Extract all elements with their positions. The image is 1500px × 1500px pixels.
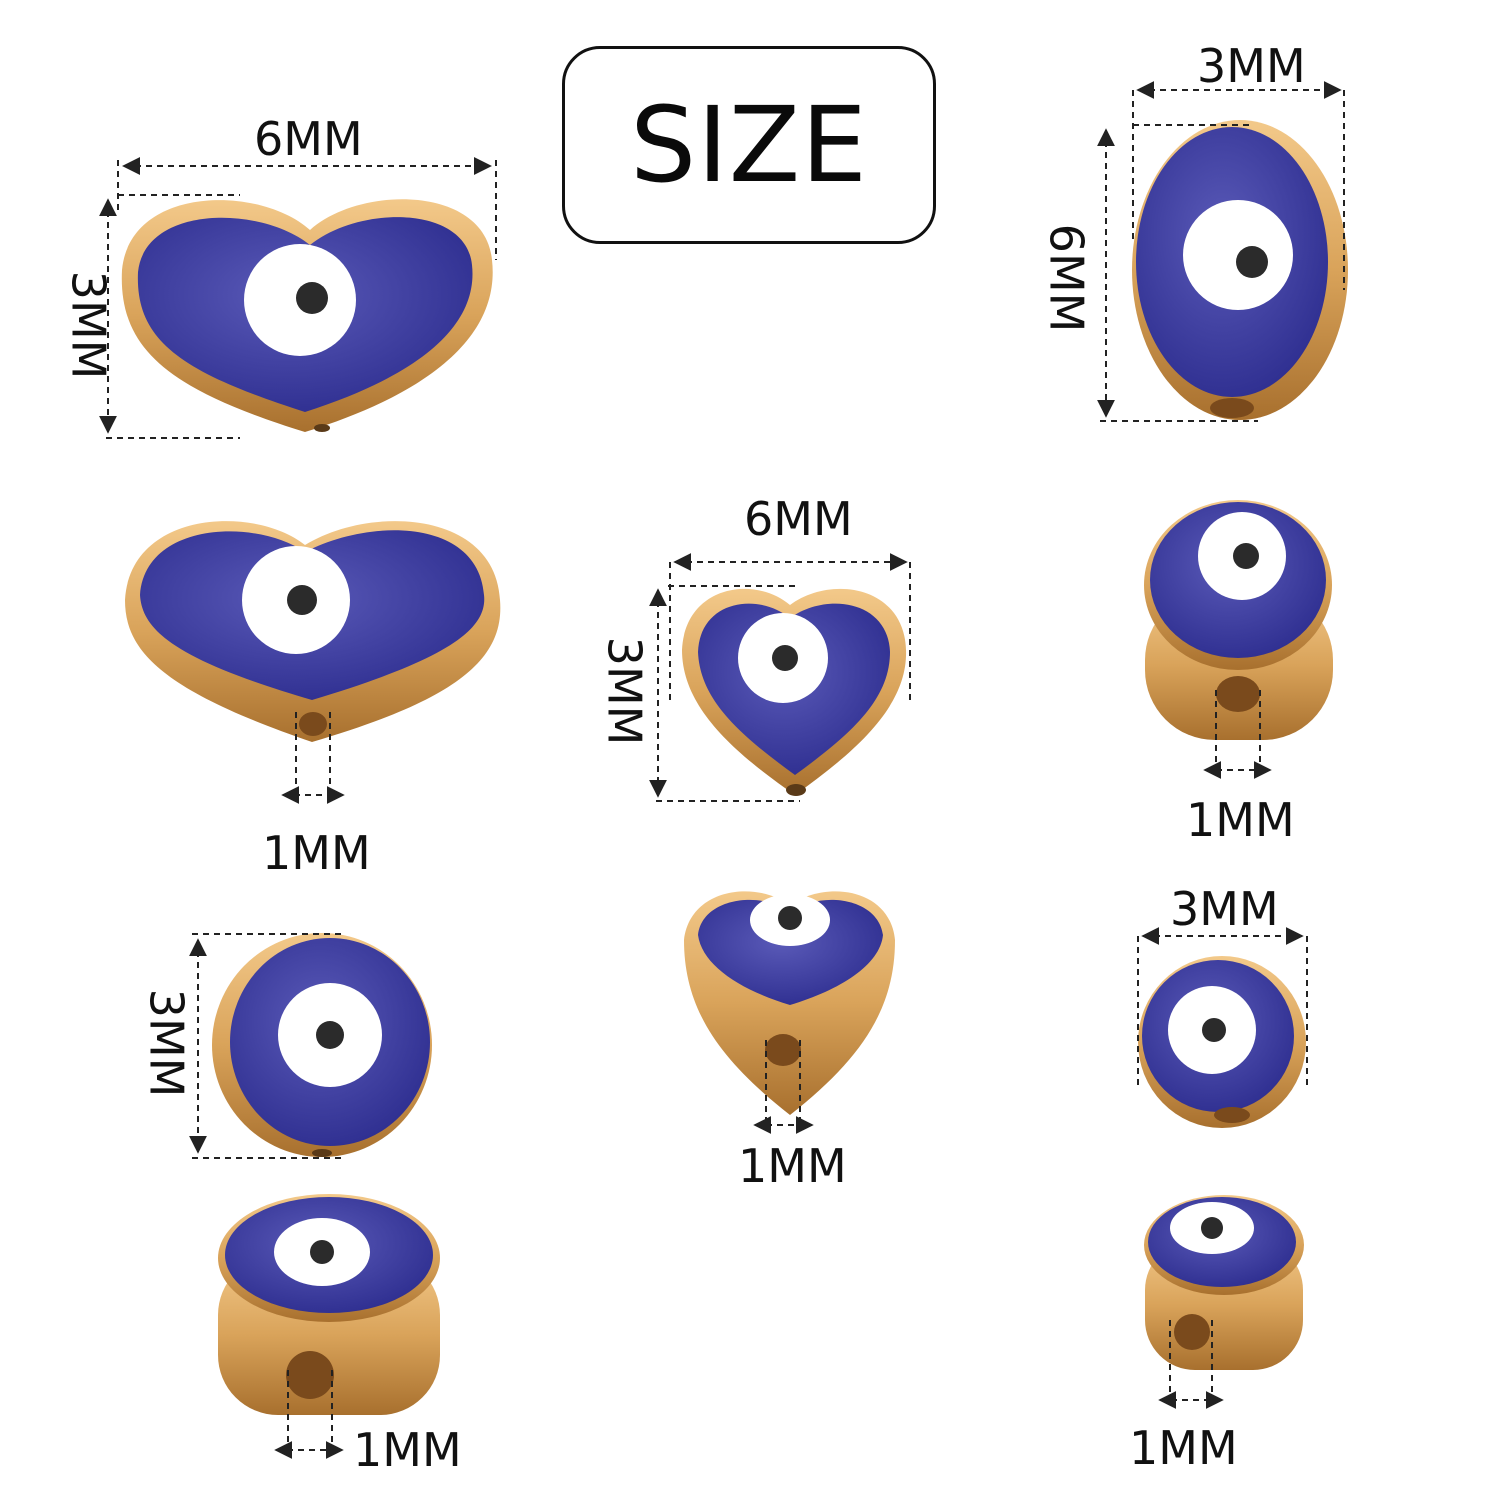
round-large-hole-label: 1MM [353,1423,462,1477]
heart-small-height-label: 3MM [597,636,652,746]
heart-bead-large-front [121,199,493,432]
round-bead-large-side [218,1194,440,1415]
round-bead-small-front [1138,956,1306,1128]
round-small-hole-label: 1MM [1129,1421,1238,1475]
heart-bead-small-side [684,891,895,1115]
round-large-height-label: 3MM [139,988,194,1098]
heart-small-hole-label: 1MM [738,1139,847,1193]
title-badge: SIZE [562,46,936,244]
heart-large-width-label: 6MM [254,112,363,166]
heart-large-dimension-lines [106,157,497,439]
oval-hole-label: 1MM [1186,793,1295,847]
eye-pupil [296,282,328,314]
title-text: SIZE [630,84,868,206]
round-small-width-label: 3MM [1170,882,1279,936]
oval-width-label: 3MM [1197,39,1306,93]
round-bead-large-front [212,933,432,1157]
heart-large-hole-label: 1MM [262,826,371,880]
heart-small-width-label: 6MM [744,492,853,546]
round-bead-small-side [1144,1195,1304,1370]
oval-bead-front [1132,120,1348,420]
heart-large-height-label: 3MM [61,270,116,380]
oval-bead-side [1144,500,1333,740]
heart-bead-large-side [125,521,501,742]
oval-height-label: 6MM [1039,223,1094,333]
heart-bead-small-front [682,588,907,796]
